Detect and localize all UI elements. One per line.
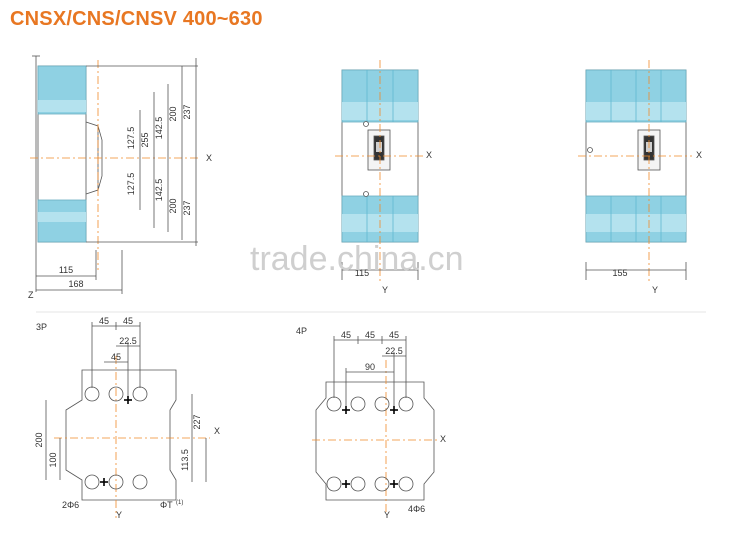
dim-side-115: 115 [59, 265, 73, 275]
dim-3p-200: 200 [34, 432, 44, 447]
axis-y-front-4p: Y [652, 285, 658, 295]
dim-4p-90: 90 [365, 362, 375, 372]
note-3p-thread: ΦT [160, 500, 173, 510]
dim-3p-100: 100 [48, 452, 58, 467]
front-view-4p [578, 60, 692, 284]
dim-front-4p-width: 155 [612, 268, 627, 278]
watermark: trade.china.cn [250, 240, 464, 278]
axis-z-side: Z [28, 290, 34, 300]
drill-4p-marks [342, 406, 398, 488]
dim-3p-45-a: 45 [99, 316, 109, 326]
dim-side-237-top: 237 [182, 104, 192, 119]
axis-x-4p: X [440, 434, 446, 444]
dim-side-142-5-top: 142.5 [154, 117, 164, 140]
dim-3p-45-b: 45 [123, 316, 133, 326]
dim-side-200-top: 200 [168, 106, 178, 121]
axis-x-front-4p: X [696, 150, 702, 160]
axis-x-side: X [206, 153, 212, 163]
side-view [30, 55, 200, 294]
drill-3p-pattern [45, 322, 210, 518]
note-3p-holes: 2Φ6 [62, 500, 79, 510]
dim-side-127-5-bottom: 127.5 [126, 173, 136, 196]
dim-3p-22-5: 22.5 [119, 336, 137, 346]
dim-side-255: 255 [140, 132, 150, 147]
dim-4p-22-5: 22.5 [385, 346, 403, 356]
dim-4p-45-b: 45 [365, 330, 375, 340]
note-3p-thread-sup: (1) [176, 500, 183, 506]
dim-3p-45-c: 45 [111, 352, 121, 362]
axis-x-front-3p: X [426, 150, 432, 160]
drill-4p-label: 4P [296, 326, 307, 336]
page-title: CNSX/CNS/CNSV 400~630 [10, 8, 263, 30]
axis-y-front-3p: Y [382, 285, 388, 295]
dim-side-200-bottom: 200 [168, 198, 178, 213]
note-4p-holes: 4Φ6 [408, 504, 425, 514]
front-view-3p [335, 60, 424, 284]
dim-side-237-bottom: 237 [182, 200, 192, 215]
axis-x-3p: X [214, 426, 220, 436]
drill-3p-label: 3P [36, 322, 47, 332]
axis-y-4p: Y [384, 510, 390, 520]
dim-4p-45-a: 45 [341, 330, 351, 340]
dim-side-168: 168 [68, 279, 83, 289]
drill-3p-marks [100, 396, 132, 486]
dim-4p-45-c: 45 [389, 330, 399, 340]
dim-3p-227: 227 [192, 414, 202, 429]
axis-y-3p: Y [116, 510, 122, 520]
drill-4p-pattern [312, 336, 440, 514]
dim-side-142-5-bottom: 142.5 [154, 179, 164, 202]
dim-3p-113-5: 113.5 [180, 449, 190, 471]
dim-front-3p-width: 115 [355, 268, 369, 278]
dim-side-127-5-top: 127.5 [126, 127, 136, 150]
